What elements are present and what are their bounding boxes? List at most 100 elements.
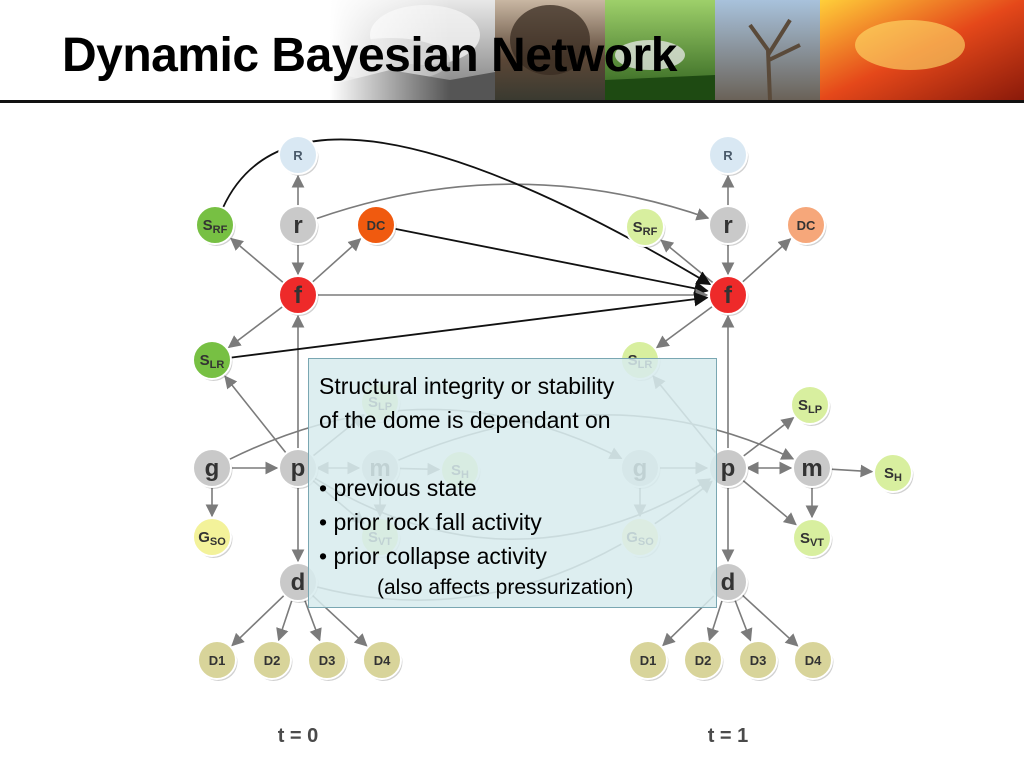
node-circle	[278, 275, 318, 315]
node-label: p	[721, 455, 736, 482]
photo-strip	[330, 0, 1024, 100]
node-label: d	[291, 569, 306, 596]
node-label: D1	[209, 653, 226, 668]
node-label: g	[205, 455, 220, 482]
node-label: SRF	[633, 219, 658, 238]
node-t1-d4: D4	[793, 640, 834, 681]
node-label: D2	[264, 653, 281, 668]
node-label: D3	[750, 653, 767, 668]
title-divider	[0, 100, 1024, 103]
node-circle	[792, 448, 832, 488]
dead-tree-photo	[715, 0, 820, 100]
node-circle	[356, 205, 396, 245]
node-t1-d3: D3	[738, 640, 779, 681]
node-t1-r: R	[708, 135, 749, 176]
node-t1-d1: D1	[628, 640, 669, 681]
node-label: GSO	[198, 529, 226, 548]
inter-edge-dc-f	[394, 227, 709, 296]
node-t0-g: g	[192, 448, 233, 489]
node-circle	[252, 640, 292, 680]
node-circle	[708, 275, 748, 315]
node-circle	[362, 640, 402, 680]
node-t0-d4: D4	[362, 640, 403, 681]
edge-t1-f-SRF	[660, 239, 714, 284]
edge-t1-d-D2	[706, 599, 723, 642]
callout-line-2: of the dome is dependant on	[319, 407, 611, 433]
callout-note: (also affects pressurization)	[377, 576, 634, 599]
node-t1-dc: DC	[786, 205, 827, 246]
node-label: D3	[319, 653, 336, 668]
edge-t1-m-SH	[830, 464, 874, 478]
inter-edge-srf-f	[222, 138, 712, 286]
node-circle	[628, 640, 668, 680]
node-t0-d3: D3	[307, 640, 348, 681]
node-circle	[790, 385, 830, 425]
node-label: f	[724, 282, 733, 309]
node-circle	[278, 135, 318, 175]
node-circle	[197, 640, 237, 680]
node-label: f	[294, 282, 303, 309]
node-label: R	[723, 148, 733, 163]
node-circle	[873, 453, 913, 493]
node-label: SH	[884, 465, 902, 484]
explanation-callout: Structural integrity or stability of the…	[308, 358, 717, 608]
node-circle	[793, 640, 833, 680]
node-circle	[708, 205, 748, 245]
node-label: p	[291, 455, 306, 482]
node-t1-f: f	[708, 275, 749, 316]
node-circle	[278, 205, 318, 245]
node-label: D4	[374, 653, 391, 668]
slide-title: Dynamic Bayesian Network	[62, 29, 677, 82]
node-circle	[792, 518, 832, 558]
node-t0-f: f	[278, 275, 319, 316]
node-label: SVT	[800, 530, 824, 549]
node-t0-r: r	[278, 205, 319, 246]
node-t1-slp: SLP	[790, 385, 831, 426]
node-t0-srf: SRF	[195, 205, 236, 246]
lava-photo	[820, 0, 1024, 100]
edge-t0-f-SRF	[230, 237, 284, 284]
edge-t0-f-DC	[311, 238, 362, 283]
edge-t0-p-SLR	[224, 375, 287, 454]
node-label: R	[293, 148, 303, 163]
ash-plume-photo	[495, 0, 605, 100]
node-t0-gso: GSO	[192, 517, 233, 558]
node-circle	[625, 207, 665, 247]
node-label: d	[721, 569, 736, 596]
edge-t1-p-SVT	[742, 479, 797, 526]
callout-bullet-2: • prior rock fall activity	[319, 509, 542, 535]
edge-t0-f-SLR	[227, 305, 284, 349]
node-t1-d2: D2	[683, 640, 724, 681]
time-label-t0: t = 0	[278, 725, 319, 747]
edge-t1-d-D4	[741, 594, 799, 647]
node-t0-d1: D1	[197, 640, 238, 681]
node-label: D1	[640, 653, 657, 668]
node-t1-r: r	[708, 205, 749, 246]
node-t1-m: m	[792, 448, 833, 489]
node-t1-srf: SRF	[625, 207, 666, 248]
edge-t1-p-SLP	[742, 417, 795, 458]
callout-bullet-1: • previous state	[319, 475, 477, 501]
node-circle	[786, 205, 826, 245]
callout-line-1: Structural integrity or stability	[319, 373, 615, 399]
edge-t0-d-D3	[303, 599, 322, 642]
node-circle	[708, 135, 748, 175]
node-label: SRF	[203, 217, 228, 236]
node-label: m	[801, 455, 822, 482]
node-circle	[192, 517, 232, 557]
edge-t1-f-SLR	[655, 305, 714, 349]
edge-t1-d-D3	[734, 599, 753, 642]
node-circle	[738, 640, 778, 680]
time-label-t1: t = 1	[708, 725, 749, 747]
node-t1-svt: SVT	[792, 518, 833, 559]
node-circle	[192, 340, 232, 380]
node-t0-r: R	[278, 135, 319, 176]
node-label: DC	[367, 218, 386, 233]
node-t0-slr: SLR	[192, 340, 233, 381]
node-label: SLP	[798, 397, 822, 416]
edge-t0-d-D2	[276, 599, 293, 642]
node-circle	[683, 640, 723, 680]
edge-t0-d-D1	[231, 594, 285, 647]
inter-edge-slr-f	[230, 292, 709, 359]
forest-photo	[605, 0, 715, 100]
